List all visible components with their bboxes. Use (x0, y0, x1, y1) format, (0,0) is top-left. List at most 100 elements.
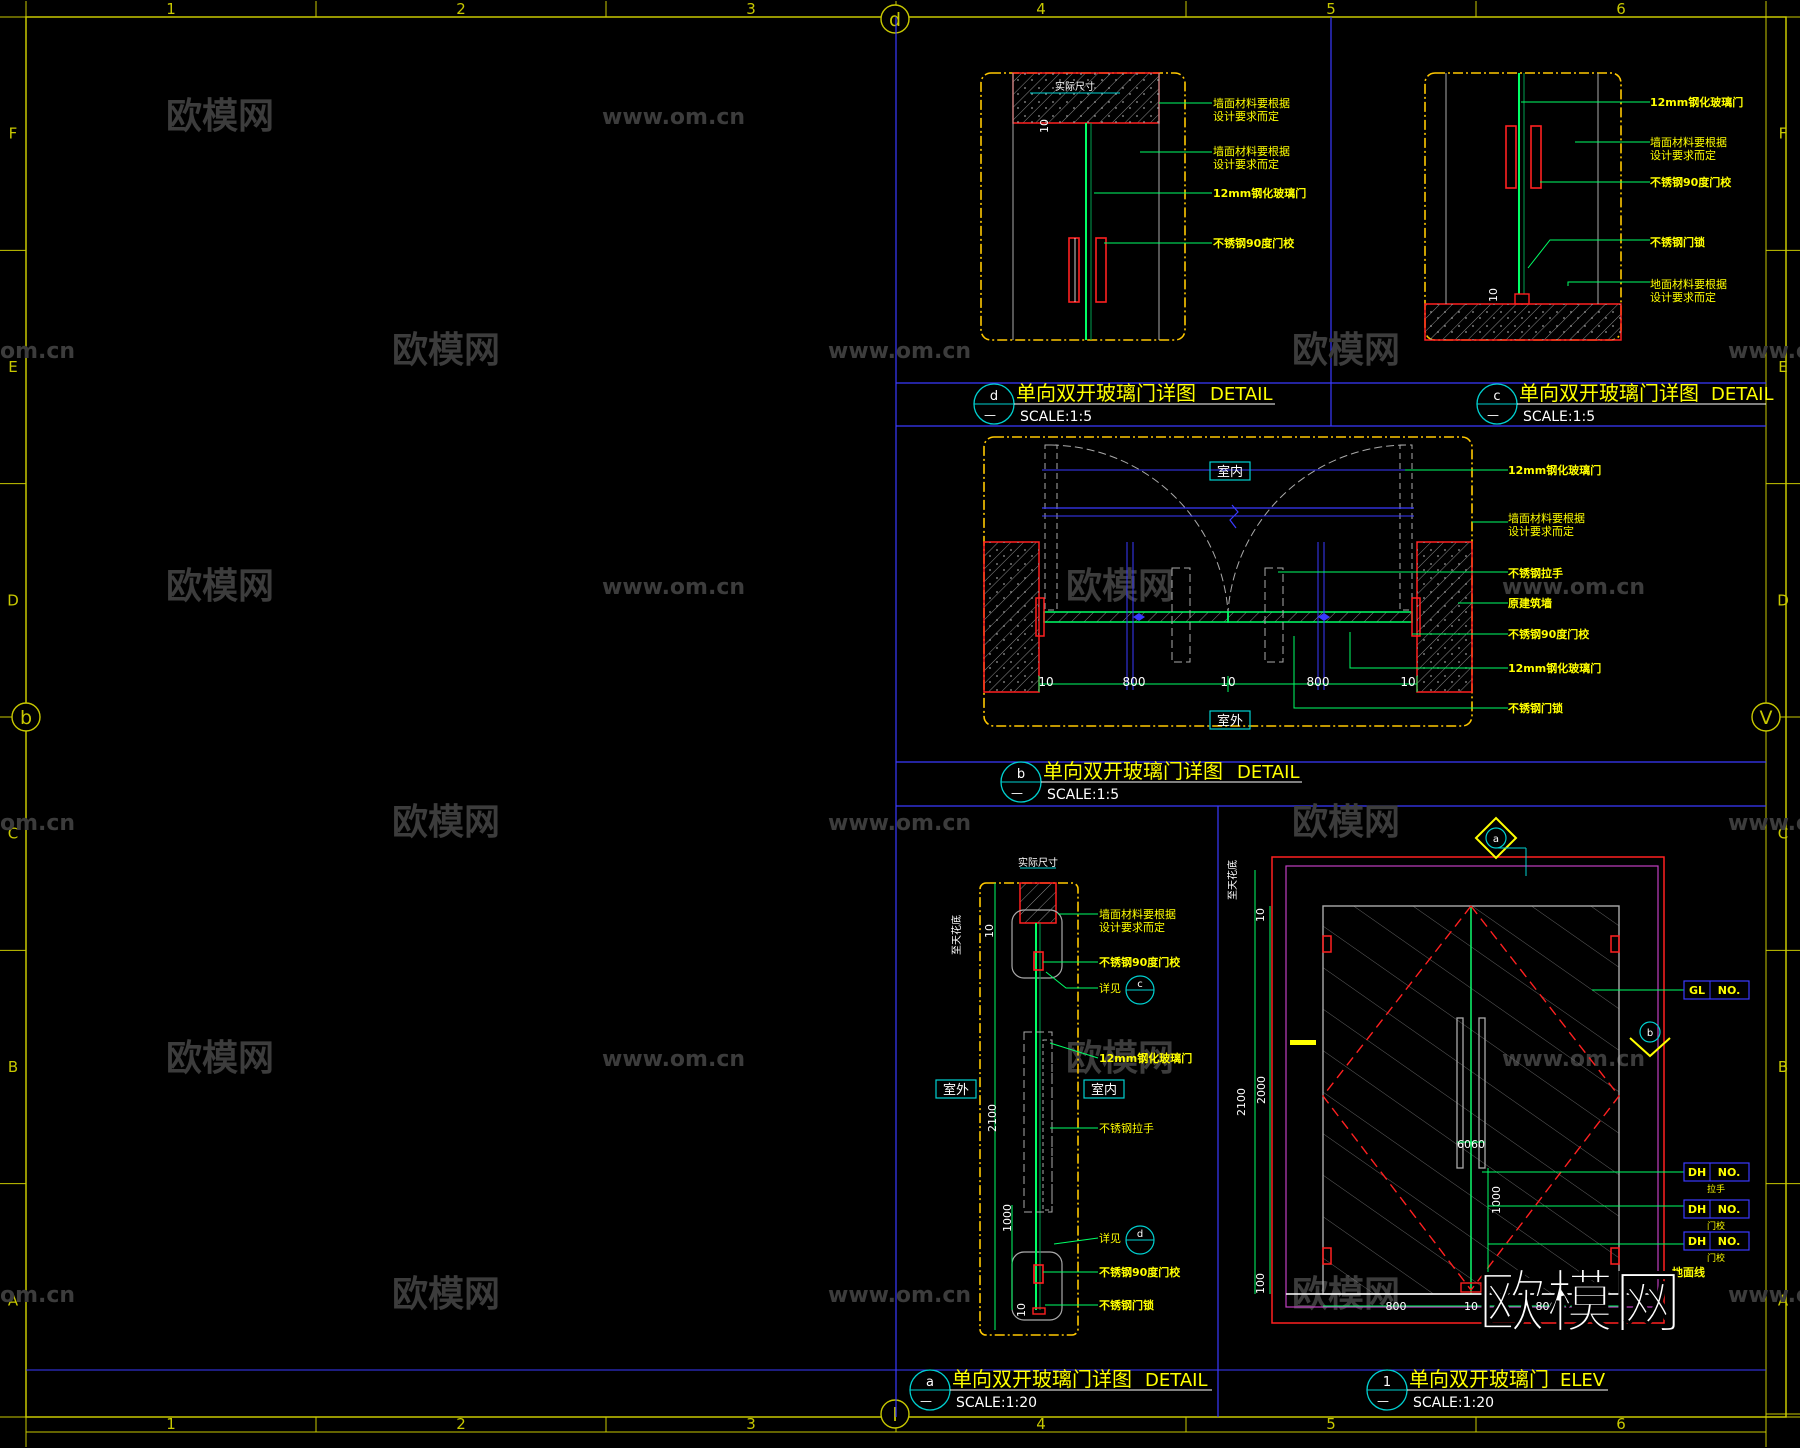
svg-text:欧模网: 欧模网 (392, 802, 500, 843)
svg-text:om.cn: om.cn (0, 811, 75, 836)
elevation-section-marker-a: a (1474, 816, 1527, 876)
corner-logo-watermark: 欧模网 (1478, 1264, 1683, 1344)
svg-text:www.om.cn: www.om.cn (602, 1047, 745, 1072)
row-label-left: B (8, 1058, 18, 1076)
column-label-bottom: 1 (166, 1415, 176, 1433)
svg-text:c: c (1493, 389, 1500, 404)
svg-text:www.om.cn: www.om.cn (1728, 1283, 1800, 1308)
svg-text:2100: 2100 (1235, 1088, 1248, 1116)
svg-text:www.om.cn: www.om.cn (828, 811, 971, 836)
svg-text:不锈钢门锁: 不锈钢门锁 (1650, 235, 1705, 249)
svg-text:6060: 6060 (1457, 1138, 1485, 1151)
svg-text:www.om.cn: www.om.cn (1728, 339, 1800, 364)
elevation-dims: 10 2100 2000 100 1000 800 10 800 6060 (1235, 908, 1557, 1313)
svg-text:12mm钢化玻璃门: 12mm钢化玻璃门 (1650, 95, 1743, 109)
svg-text:门校: 门校 (1707, 1252, 1725, 1264)
row-label-left: E (8, 358, 17, 376)
svg-text:800: 800 (1386, 1300, 1407, 1313)
svg-text:详见: 详见 (1099, 1231, 1121, 1245)
svg-text:c: c (1137, 979, 1143, 990)
svg-text:欧模网: 欧模网 (166, 566, 274, 607)
row-label-right: B (1778, 1058, 1788, 1076)
row-label-left: F (9, 125, 18, 143)
svg-text:800: 800 (1123, 675, 1146, 689)
row-label-left: D (7, 591, 19, 609)
svg-text:欧模网: 欧模网 (166, 96, 274, 137)
svg-text:至天花底: 至天花底 (950, 915, 963, 955)
detail-a-title: a — 单向双开玻璃门详图 DETAIL SCALE:1:20 (909, 1367, 1212, 1411)
svg-text:d: d (889, 9, 901, 31)
svg-text:不锈钢90度门校: 不锈钢90度门校 (1099, 955, 1181, 969)
svg-text:—: — (984, 408, 996, 422)
svg-text:墙面材料要根据: 墙面材料要根据 (1213, 144, 1290, 158)
svg-text:12mm钢化玻璃门: 12mm钢化玻璃门 (1508, 661, 1601, 675)
svg-text:800: 800 (1536, 1300, 1557, 1313)
svg-text:10: 10 (1464, 1300, 1478, 1313)
row-label-left: C (8, 825, 18, 843)
svg-text:不锈钢拉手: 不锈钢拉手 (1099, 1121, 1154, 1135)
svg-text:详见: 详见 (1099, 981, 1121, 995)
column-label-top: 1 (166, 0, 176, 18)
svg-text:欧模网: 欧模网 (1292, 802, 1400, 843)
detail-b-drawing (983, 436, 1473, 730)
panel-dividers (895, 17, 1766, 1417)
svg-text:b: b (1647, 1028, 1653, 1039)
svg-text:SCALE:1:20: SCALE:1:20 (1413, 1395, 1494, 1411)
detail-c-title: c — 单向双开玻璃门详图 DETAIL SCALE:1:5 (1476, 381, 1773, 425)
column-label-top: 6 (1616, 0, 1626, 18)
svg-text:欧模网: 欧模网 (1066, 1038, 1174, 1079)
svg-text:DH: DH (1688, 1203, 1706, 1216)
svg-text:10: 10 (1487, 288, 1500, 302)
svg-text:www.om.cn: www.om.cn (602, 105, 745, 130)
svg-text:SCALE:1:5: SCALE:1:5 (1523, 409, 1595, 425)
detail-d-title: d — 单向双开玻璃门详图 DETAIL SCALE:1:5 (973, 381, 1275, 425)
svg-text:10: 10 (1038, 119, 1051, 133)
detail-b-leaders (1278, 469, 1508, 709)
svg-text:om.cn: om.cn (0, 1283, 75, 1308)
svg-text:10: 10 (1254, 908, 1267, 922)
svg-text:800: 800 (1307, 675, 1330, 689)
svg-text:1: 1 (1383, 1375, 1391, 1390)
detail-a-callout-d: d (1125, 1225, 1155, 1255)
svg-text:不锈钢90度门校: 不锈钢90度门校 (1213, 236, 1295, 250)
svg-text:10: 10 (1038, 675, 1053, 689)
detail-c-labels: 12mm钢化玻璃门 墙面材料要根据 设计要求而定 不锈钢90度门校 不锈钢门锁 … (1650, 95, 1743, 304)
detail-a-labels: 墙面材料要根据 设计要求而定 不锈钢90度门校 详见 12mm钢化玻璃门 不锈钢… (1099, 907, 1192, 1312)
detail-b-labels: 12mm钢化玻璃门 墙面材料要根据 设计要求而定 不锈钢拉手 原建筑墙 不锈钢9… (1508, 463, 1601, 715)
svg-text:欧模网: 欧模网 (1478, 1264, 1682, 1343)
svg-text:10: 10 (983, 924, 996, 938)
column-label-top: 3 (746, 0, 756, 18)
left-center-marker: b (11, 702, 41, 732)
svg-text:12mm钢化玻璃门: 12mm钢化玻璃门 (1508, 463, 1601, 477)
svg-text:a: a (926, 1375, 934, 1390)
svg-text:不锈钢90度门校: 不锈钢90度门校 (1650, 175, 1732, 189)
svg-text:www.om.cn: www.om.cn (1502, 575, 1645, 600)
svg-text:www.om.cn: www.om.cn (602, 575, 745, 600)
svg-text:d: d (1137, 1229, 1143, 1240)
detail-a-leaders (1043, 913, 1099, 1306)
column-label-bottom: 5 (1326, 1415, 1336, 1433)
detail-a-room-labels: 室外 室内 (943, 1082, 1117, 1098)
svg-text:NO.: NO. (1718, 1166, 1741, 1179)
svg-text:b: b (1017, 767, 1025, 782)
svg-text:单向双开玻璃门详图: 单向双开玻璃门详图 (1519, 381, 1699, 405)
svg-text:om.cn: om.cn (0, 339, 75, 364)
svg-text:DETAIL: DETAIL (1711, 384, 1773, 405)
row-label-right: A (1778, 1291, 1789, 1309)
svg-text:—: — (1377, 1394, 1389, 1408)
top-center-marker: d (880, 4, 910, 34)
svg-text:设计要求而定: 设计要求而定 (1213, 157, 1279, 171)
svg-text:单向双开玻璃门: 单向双开玻璃门 (1409, 1367, 1549, 1391)
svg-text:单向双开玻璃门详图: 单向双开玻璃门详图 (952, 1367, 1132, 1391)
svg-text:欧模网: 欧模网 (1292, 330, 1400, 371)
svg-text:2000: 2000 (1255, 1076, 1268, 1104)
svg-text:不锈钢门锁: 不锈钢门锁 (1508, 701, 1563, 715)
svg-text:地面材料要根据: 地面材料要根据 (1650, 277, 1727, 291)
row-label-right: E (1778, 358, 1787, 376)
detail-a-callout-c: c (1125, 975, 1155, 1005)
svg-text:ELEV: ELEV (1560, 1370, 1606, 1391)
